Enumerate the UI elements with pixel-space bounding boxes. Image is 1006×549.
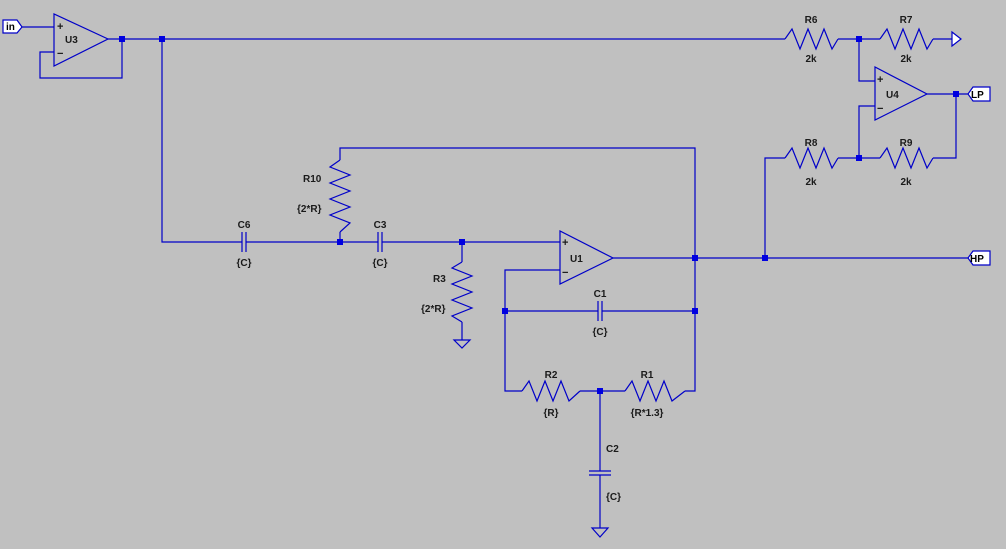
resistor-r9[interactable]: R9 2k (879, 138, 934, 188)
svg-text:R8: R8 (805, 138, 818, 149)
svg-text:2k: 2k (900, 54, 912, 65)
svg-text:HP: HP (970, 254, 984, 265)
port-hp[interactable]: HP (967, 250, 991, 266)
wires (22, 26, 968, 528)
svg-text:R7: R7 (900, 15, 913, 26)
capacitor-c1[interactable]: C1 {C} (592, 289, 608, 338)
svg-text:2k: 2k (805, 177, 817, 188)
opamp-u3[interactable]: + − U3 (53, 13, 110, 67)
capacitor-c3[interactable]: C3 {C} (372, 220, 388, 269)
svg-text:{C}: {C} (592, 327, 607, 338)
svg-text:R2: R2 (545, 370, 558, 381)
svg-text:2k: 2k (900, 177, 912, 188)
svg-text:R3: R3 (433, 274, 446, 285)
svg-text:−: − (57, 48, 63, 60)
resistor-r3[interactable]: R3 {2*R} (421, 261, 474, 323)
port-lp[interactable]: LP (967, 86, 991, 102)
opamp-u3-label: U3 (65, 35, 78, 46)
svg-text:−: − (877, 103, 883, 115)
svg-text:LP: LP (971, 90, 984, 101)
opamp-u4-label: U4 (886, 90, 899, 101)
svg-text:R1: R1 (641, 370, 654, 381)
resistor-r2[interactable]: R2 {R} (521, 370, 581, 419)
capacitor-c6[interactable]: C6 {C} (236, 220, 252, 269)
svg-text:+: + (57, 21, 63, 33)
opamp-u1[interactable]: + − U1 (559, 230, 615, 285)
svg-text:−: − (562, 267, 568, 279)
svg-text:{R}: {R} (543, 408, 558, 419)
svg-text:{C}: {C} (372, 258, 387, 269)
opamp-u1-label: U1 (570, 254, 583, 265)
resistor-r1[interactable]: R1 {R*1.3} (624, 370, 686, 419)
resistor-r10[interactable]: R10 {2*R} (297, 159, 352, 233)
resistor-r7[interactable]: R7 2k (879, 15, 934, 65)
svg-text:{C}: {C} (606, 492, 621, 503)
svg-text:C1: C1 (594, 289, 607, 300)
svg-text:2k: 2k (805, 54, 817, 65)
capacitor-c2[interactable]: C2 {C} (589, 444, 621, 503)
svg-text:C6: C6 (238, 220, 251, 231)
resistor-r8[interactable]: R8 2k (784, 138, 839, 188)
junctions (119, 36, 959, 394)
svg-text:{C}: {C} (236, 258, 251, 269)
svg-text:C3: C3 (374, 220, 387, 231)
svg-text:{2*R}: {2*R} (297, 204, 322, 215)
ground-c2 (590, 527, 610, 538)
svg-text:{2*R}: {2*R} (421, 304, 446, 315)
svg-text:{R*1.3}: {R*1.3} (631, 408, 664, 419)
svg-text:R6: R6 (805, 15, 818, 26)
svg-text:R10: R10 (303, 174, 322, 185)
svg-text:in: in (6, 22, 15, 33)
opamp-u4[interactable]: + − U4 (874, 66, 929, 121)
ground-r3 (452, 339, 472, 349)
port-in[interactable]: in (2, 19, 23, 34)
svg-text:+: + (877, 74, 883, 86)
resistor-r6[interactable]: R6 2k (784, 15, 839, 65)
net-flag-r7-end[interactable] (951, 30, 962, 48)
svg-text:R9: R9 (900, 138, 913, 149)
svg-text:+: + (562, 237, 568, 249)
svg-text:C2: C2 (606, 444, 619, 455)
